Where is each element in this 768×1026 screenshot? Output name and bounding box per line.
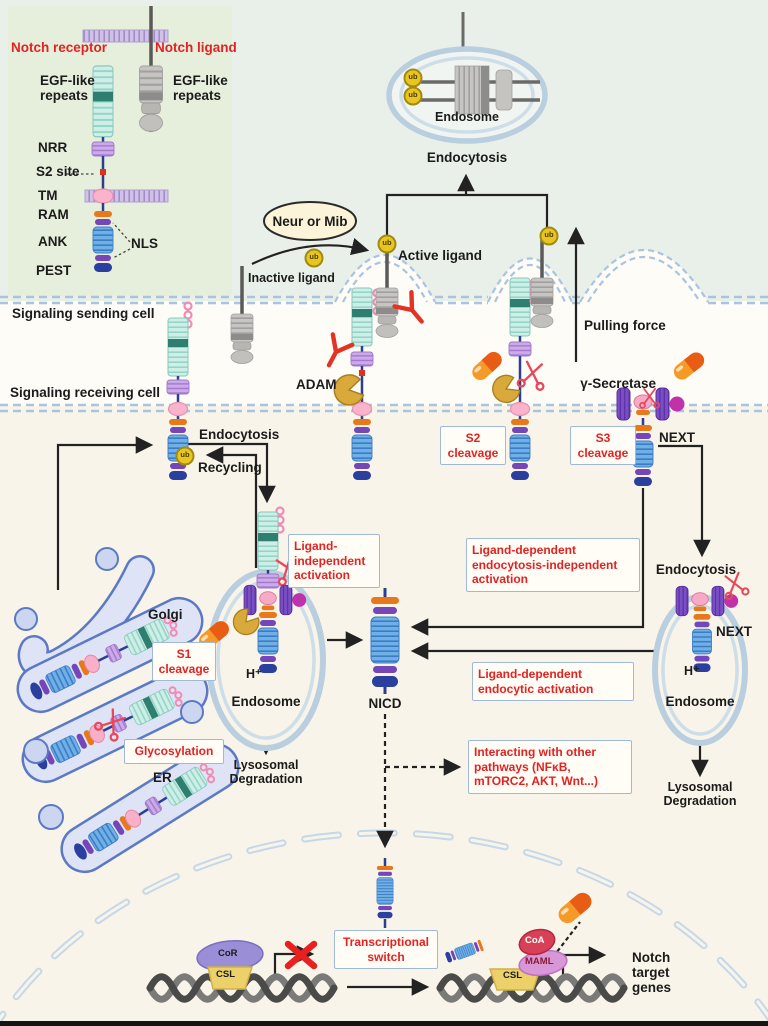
golgi-cisterna xyxy=(16,596,204,714)
receptor-station-s3-cleavage xyxy=(616,349,708,487)
receiving-cell-membrane xyxy=(0,403,768,413)
left-endosome xyxy=(195,506,326,751)
right-endosome xyxy=(652,570,751,746)
er-cisterna xyxy=(60,742,240,874)
golgi-er-organelles xyxy=(14,547,240,874)
inactive-ligand-structure xyxy=(230,266,254,364)
nuclear-nicd xyxy=(376,858,394,928)
receptor-station-s2-cleavage xyxy=(469,226,559,481)
receptor-station-active-ligand xyxy=(319,234,430,481)
active-promoter xyxy=(440,889,624,999)
sending-cell-membrane xyxy=(0,295,768,305)
transport-vesicles xyxy=(14,547,204,830)
repressed-promoter xyxy=(150,940,334,999)
neur-mib-enzyme xyxy=(263,201,357,241)
figure-bottom-border xyxy=(0,1021,768,1026)
legend-graphics xyxy=(66,6,169,273)
red-x-icon xyxy=(284,940,318,970)
nicd-released xyxy=(370,588,400,694)
receptor-station-recycling xyxy=(166,301,193,481)
legend-panel xyxy=(8,6,232,296)
top-endosome xyxy=(386,12,548,144)
